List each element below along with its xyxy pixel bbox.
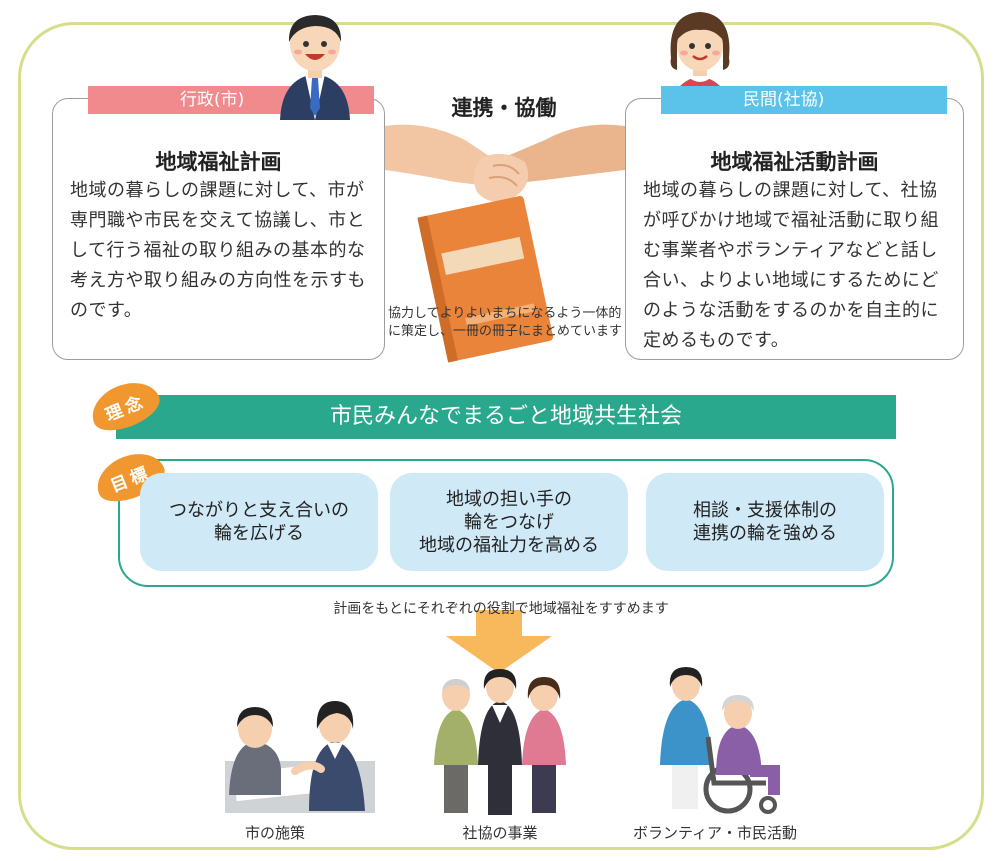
- caption-volunteer-activity: ボランティア・市民活動: [632, 824, 798, 842]
- caregiver-wheelchair-icon: [660, 667, 780, 814]
- handshake-icon: [385, 124, 625, 363]
- arrow-note: 計画をもとにそれぞれの役割で地域福祉をすすめます: [333, 601, 669, 617]
- goal-line: 連携の輪を強める: [693, 523, 837, 544]
- gyousei-panel: [52, 98, 385, 360]
- gyousei-body: 地域の暮らしの課題に対して、市が専門職や市民を交えて協議し、市として行う福祉の取…: [70, 180, 366, 321]
- rinen-bar: 市民みんなでまるごと地域共生社会: [116, 395, 896, 439]
- goal-line: 地域の担い手の: [446, 488, 572, 510]
- minkan-title: 地域福祉活動計画: [710, 150, 879, 174]
- goal-line: つながりと支え合いの: [169, 500, 349, 521]
- minkan-tag: 民間(社協): [661, 86, 947, 114]
- caption-shakyo-project: 社協の事業: [462, 824, 538, 842]
- consultation-icon: [225, 701, 375, 813]
- caption-city-policy: 市の施策: [244, 824, 305, 842]
- goal-item: つながりと支え合いの輪を広げる: [140, 473, 378, 571]
- goal-line: 輪を広げる: [214, 523, 304, 544]
- booklet-icon: [417, 196, 554, 363]
- gyousei-title: 地域福祉計画: [155, 150, 282, 174]
- goal-line: 相談・支援体制の: [693, 500, 837, 521]
- goal-item: 地域の担い手の輪をつなげ地域の福祉力を高める: [390, 473, 628, 571]
- goal-line: 地域の福祉力を高める: [419, 534, 599, 556]
- goal-line: 輪をつなげ: [464, 511, 554, 533]
- minkan-body: 地域の暮らしの課題に対して、社協が呼びかけ地域で福祉活動に取り組む事業者やボラン…: [643, 180, 939, 351]
- mokuhyo-box: [118, 459, 894, 587]
- collaboration-note: 協力してよりよいまちになるよう一体的に策定し、一冊の冊子にまとめています: [388, 306, 623, 339]
- official-man-icon: [280, 15, 350, 120]
- community-group-icon: [434, 669, 566, 815]
- goal-item: 相談・支援体制の連携の輪を強める: [646, 473, 884, 571]
- down-arrow-icon: [446, 610, 552, 673]
- collaboration-title: 連携・協働: [451, 96, 557, 120]
